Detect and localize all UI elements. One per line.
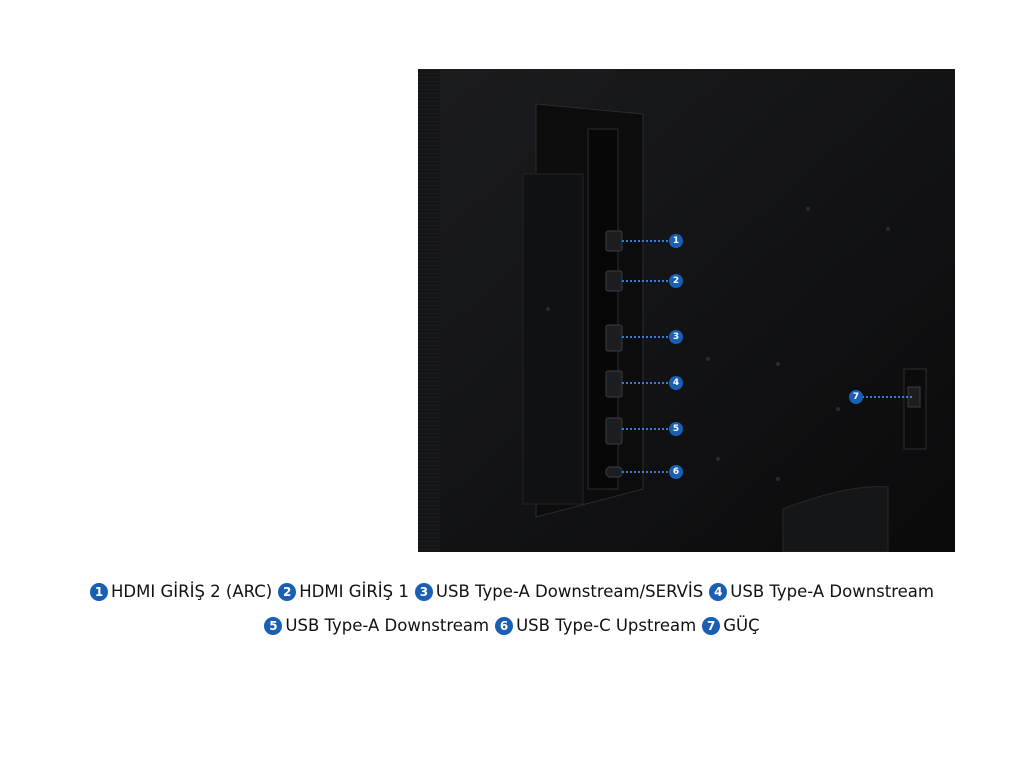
legend-badge-2: 2 <box>278 582 297 601</box>
legend-row-2: 5 USB Type-A Downstream 6 USB Type-C Ups… <box>0 616 1024 635</box>
legend-label-3: USB Type-A Downstream/SERVİS <box>435 582 704 601</box>
legend-badge-5: 5 <box>264 616 283 635</box>
legend-item-6: 6 USB Type-C Upstream <box>495 616 696 635</box>
callout-5: 5 <box>669 422 683 436</box>
port-usb-a-4 <box>605 370 623 398</box>
callout-7: 7 <box>849 390 863 404</box>
legend-label-2: HDMI GİRİŞ 1 <box>299 582 409 601</box>
callout-3: 3 <box>669 330 683 344</box>
legend-item-5: 5 USB Type-A Downstream <box>264 616 489 635</box>
legend-label-6: USB Type-C Upstream <box>516 616 697 635</box>
callout-4: 4 <box>669 376 683 390</box>
tv-back-panel-photo <box>418 69 955 552</box>
legend-badge-4: 4 <box>709 582 728 601</box>
legend-label-5: USB Type-A Downstream <box>285 616 490 635</box>
legend-item-2: 2 HDMI GİRİŞ 1 <box>278 582 409 601</box>
legend-label-1: HDMI GİRİŞ 2 (ARC) <box>111 582 273 601</box>
legend-label-4: USB Type-A Downstream <box>730 582 934 601</box>
legend-badge-1: 1 <box>90 582 108 601</box>
legend-item-1: 1 HDMI GİRİŞ 2 (ARC) <box>90 582 272 601</box>
legend-badge-6: 6 <box>495 616 514 635</box>
port-usb-c-6 <box>605 466 623 478</box>
port-usb-a-3 <box>605 324 623 352</box>
port-usb-a-5 <box>605 417 623 445</box>
callout-6: 6 <box>669 465 683 479</box>
callout-2: 2 <box>669 274 683 288</box>
legend-item-4: 4 USB Type-A Downstream <box>709 582 934 601</box>
legend-row-1: 1 HDMI GİRİŞ 2 (ARC) 2 HDMI GİRİŞ 1 3 US… <box>0 582 1024 601</box>
legend-item-7: 7 GÜÇ <box>702 616 760 635</box>
port-hdmi-2 <box>605 230 623 252</box>
legend-badge-7: 7 <box>702 616 721 635</box>
legend-item-3: 3 USB Type-A Downstream/SERVİS <box>414 582 704 601</box>
legend-label-7: GÜÇ <box>723 616 760 635</box>
callout-1: 1 <box>669 234 683 248</box>
legend-badge-3: 3 <box>414 582 433 601</box>
port-hdmi-1 <box>605 270 623 292</box>
